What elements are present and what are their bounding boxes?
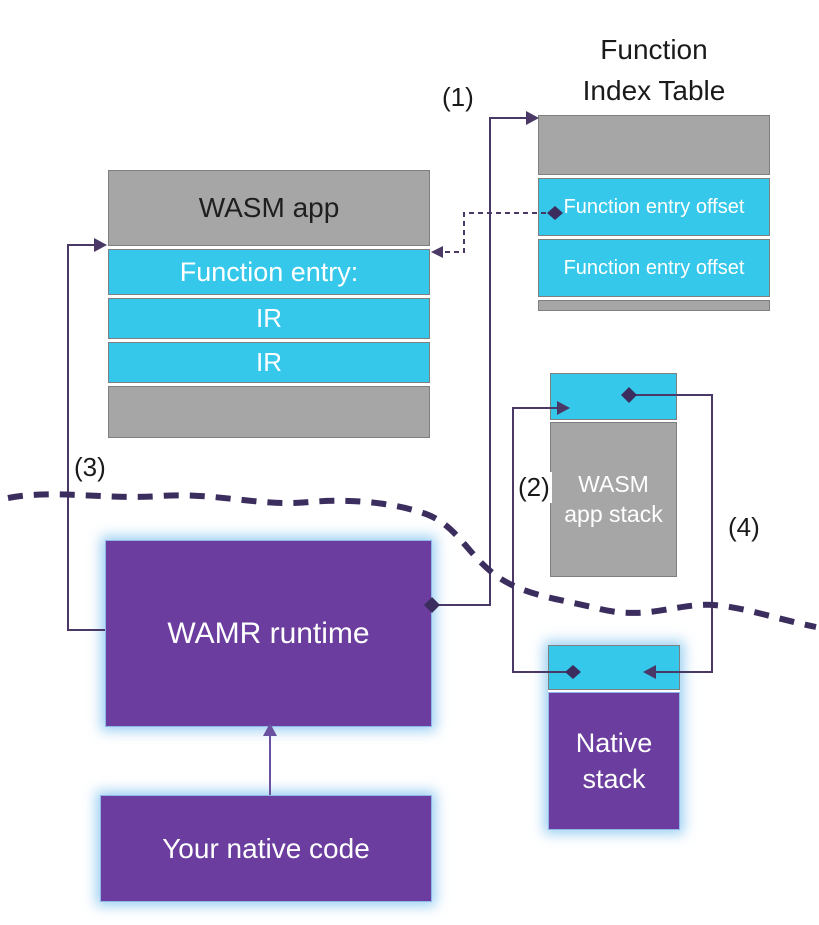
function-entry-row: Function entry: [108, 249, 430, 295]
connector-3-line [67, 244, 105, 631]
wamr-runtime-box: WAMR runtime [105, 540, 432, 727]
wasm-app-stack: WASM app stack [550, 373, 677, 577]
wasm-app-box: WASM app Function entry: IR IR [108, 170, 430, 438]
function-index-table-gray-bottom [538, 300, 770, 311]
your-native-code-box: Your native code [100, 795, 432, 902]
wasm-app-stack-top-bar [550, 373, 677, 420]
function-index-table-title-line1: Function [600, 34, 708, 65]
step-label-1: (1) [442, 82, 474, 112]
native-stack: Native stack [548, 645, 680, 830]
wasm-app-gray-bottom [108, 386, 430, 438]
step-label-4: (4) [726, 512, 762, 543]
native-stack-top-bar [548, 645, 680, 690]
ir-row: IR [108, 298, 430, 339]
function-index-table-title: Function Index Table [520, 30, 788, 111]
offset-arrowhead-icon [431, 246, 443, 258]
function-index-table-gray-top [538, 115, 770, 175]
function-entry-offset-row: Function entry offset [538, 239, 770, 297]
ir-row: IR [108, 342, 430, 383]
connector-1-line [431, 117, 527, 606]
function-index-table: Function entry offset Function entry off… [538, 115, 770, 311]
function-entry-offset-row: Function entry offset [538, 178, 770, 236]
step-label-3: (3) [74, 452, 106, 482]
connector-3-arrowhead-icon [94, 238, 107, 252]
wasm-app-header: WASM app [108, 170, 430, 246]
step-label-2: (2) [516, 472, 552, 503]
wasm-app-stack-label: WASM app stack [550, 422, 677, 577]
function-index-table-title-line2: Index Table [582, 74, 726, 106]
native-stack-label: Native stack [548, 692, 680, 830]
